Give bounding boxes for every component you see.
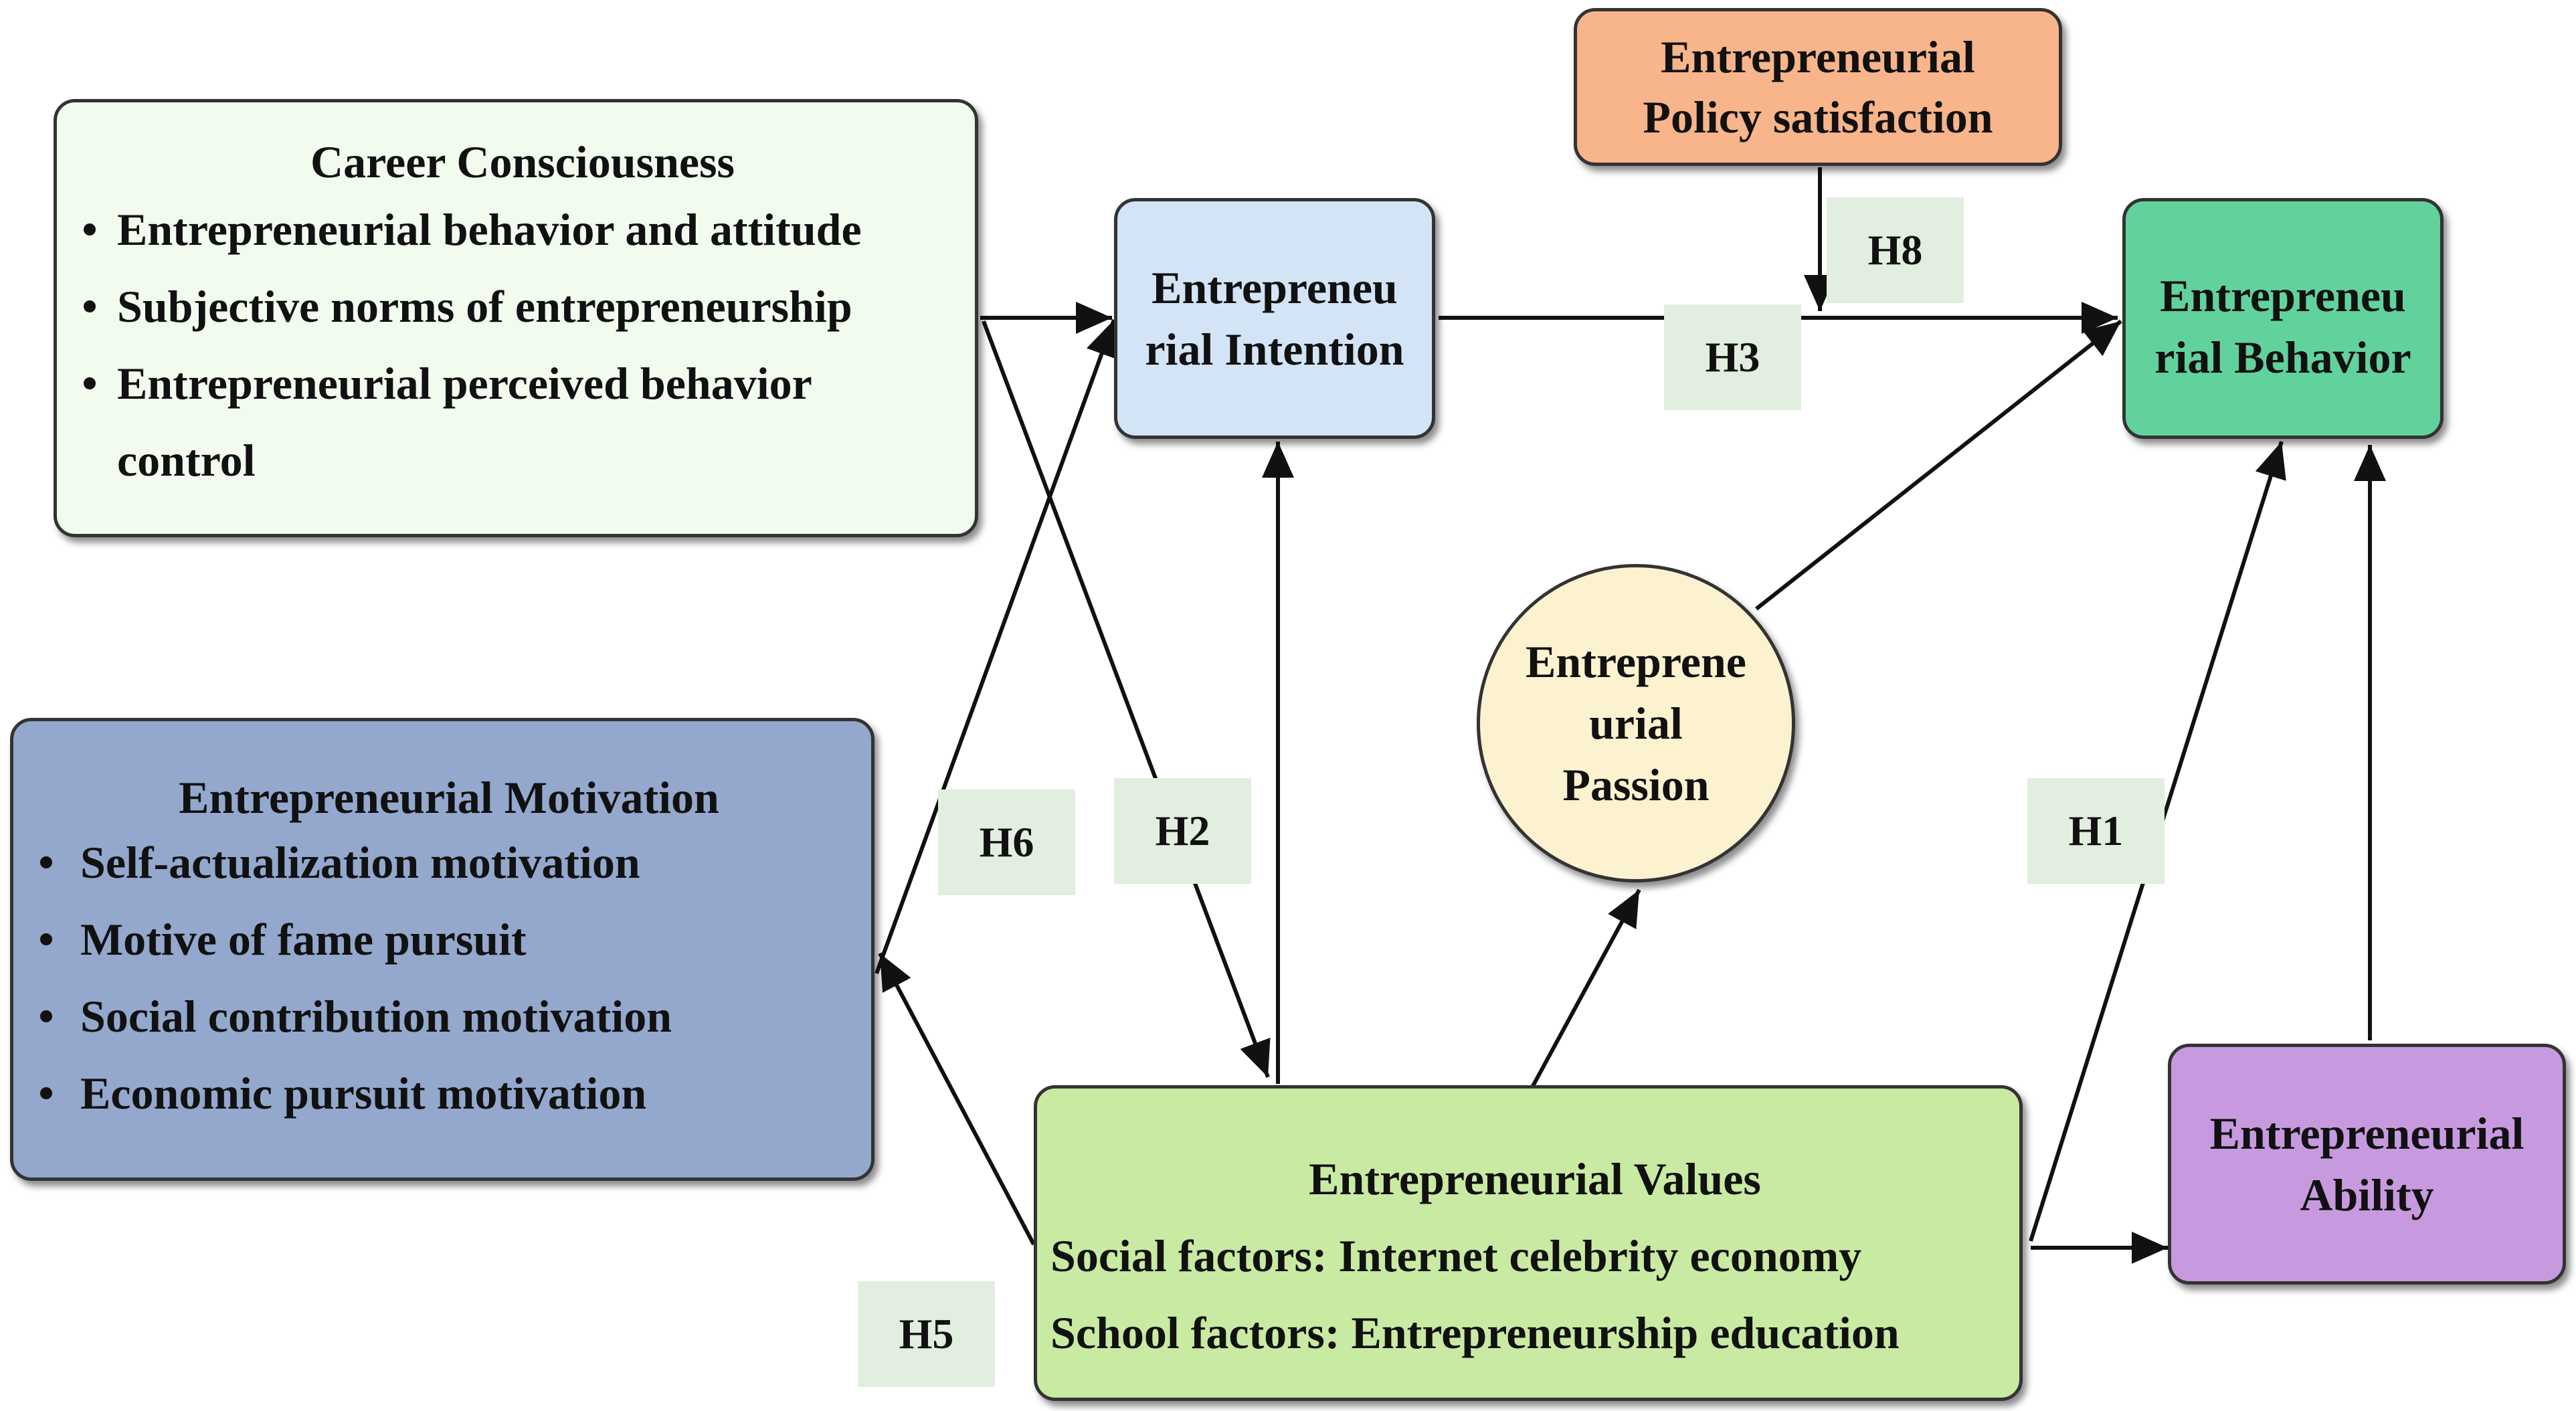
edge-values-to-passion [1530, 888, 1641, 1089]
list-item: Economic pursuit motivation [27, 1055, 871, 1132]
entrepreneurial-values-box: Entrepreneurial Values Social factors: I… [1034, 1085, 2023, 1401]
list-item: Subjective norms of entrepreneurship [70, 268, 975, 345]
entrepreneurial-motivation-box: Entrepreneurial Motivation Self-actualiz… [10, 718, 875, 1181]
entrepreneurial-behavior-box: Entrepreneu rial Behavior [2122, 198, 2444, 439]
career-consciousness-list: Entrepreneurial behavior and attitude Su… [70, 191, 975, 499]
hypothesis-label-h3: H3 [1664, 304, 1801, 410]
list-item: Social contribution motivation [27, 978, 871, 1055]
entrepreneurial-passion-node: Entreprene urial Passion [1477, 564, 1795, 882]
policy-satisfaction-box: Entrepreneurial Policy satisfaction [1574, 8, 2062, 166]
edge-passion-to-behavior [1755, 319, 2122, 611]
entrepreneurial-motivation-list: Self-actualization motivation Motive of … [27, 824, 871, 1132]
career-consciousness-title: Career Consciousness [310, 136, 735, 187]
entrepreneurial-values-school: School factors: Entrepreneurship educati… [1050, 1307, 1900, 1358]
career-consciousness-box: Career Consciousness Entrepreneurial beh… [54, 99, 978, 537]
entrepreneurial-passion-line3: Passion [1562, 759, 1710, 810]
list-item-continuation: control [117, 435, 256, 486]
entrepreneurial-passion-line2: urial [1589, 698, 1683, 749]
hypothesis-label-h1: H1 [2027, 778, 2165, 884]
edge-career-to-values [982, 320, 1271, 1078]
entrepreneurial-behavior-line1: Entrepreneu [2160, 270, 2406, 321]
entrepreneurial-intention-box: Entrepreneu rial Intention [1114, 198, 1435, 439]
list-item: Entrepreneurial perceived behavior [70, 345, 975, 422]
list-item: Motive of fame pursuit [27, 901, 871, 978]
entrepreneurial-ability-line1: Entrepreneurial [2209, 1108, 2524, 1159]
list-item: Self-actualization motivation [27, 824, 871, 901]
entrepreneurial-values-social: Social factors: Internet celebrity econo… [1050, 1230, 1862, 1281]
hypothesis-label-h5: H5 [858, 1281, 995, 1387]
policy-satisfaction-line2: Policy satisfaction [1643, 92, 1993, 143]
hypothesis-label-h8: H8 [1827, 197, 1964, 303]
policy-satisfaction-line1: Entrepreneurial [1661, 31, 1975, 82]
entrepreneurial-intention-line2: rial Intention [1145, 324, 1404, 375]
entrepreneurial-behavior-line2: rial Behavior [2154, 332, 2411, 383]
entrepreneurial-values-title: Entrepreneurial Values [1309, 1153, 1761, 1204]
entrepreneurial-motivation-title: Entrepreneurial Motivation [179, 772, 719, 823]
edge-motivation-to-intention [875, 318, 1117, 975]
hypothesis-label-h2: H2 [1114, 778, 1251, 884]
edge-values-to-motivation [878, 952, 1036, 1246]
entrepreneurial-passion-line1: Entreprene [1526, 636, 1746, 687]
list-item: Entrepreneurial behavior and attitude [70, 191, 975, 268]
entrepreneurial-ability-line2: Ability [2300, 1169, 2434, 1220]
hypothesis-label-h6: H6 [938, 789, 1075, 895]
entrepreneurial-ability-box: Entrepreneurial Ability [2168, 1044, 2566, 1285]
entrepreneurial-intention-line1: Entrepreneu [1152, 262, 1398, 313]
